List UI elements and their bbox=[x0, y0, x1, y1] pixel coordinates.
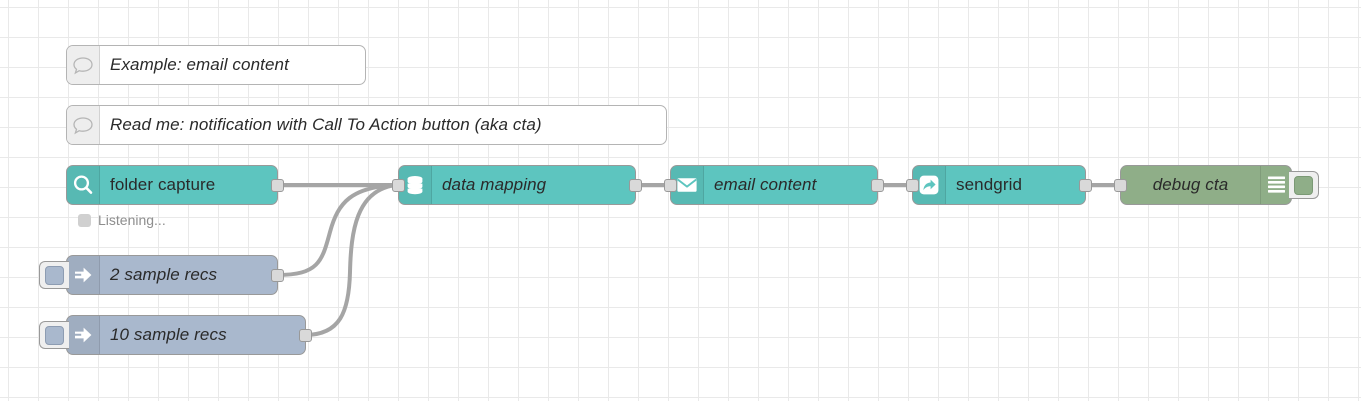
node-label: folder capture bbox=[110, 175, 216, 194]
node-status-folder-capture: Listening... bbox=[78, 212, 166, 228]
input-port[interactable] bbox=[664, 178, 677, 192]
node-label: sendgrid bbox=[956, 175, 1023, 194]
output-port[interactable] bbox=[1079, 178, 1092, 192]
node-data-mapping[interactable]: data mapping bbox=[392, 165, 642, 205]
comment-bubble-icon bbox=[67, 106, 100, 144]
node-label: debug cta bbox=[1152, 175, 1229, 194]
node-inject-10-sample-recs[interactable]: 10 sample recs bbox=[39, 315, 312, 355]
envelope-icon bbox=[671, 166, 704, 204]
status-dot bbox=[78, 213, 91, 227]
input-port[interactable] bbox=[906, 178, 919, 192]
node-label: 2 sample recs bbox=[110, 265, 218, 284]
node-debug-cta[interactable]: debug cta bbox=[1114, 165, 1319, 205]
node-sendgrid[interactable]: sendgrid bbox=[906, 165, 1092, 205]
database-icon bbox=[399, 166, 432, 204]
comment-label: Read me: notification with Call To Actio… bbox=[110, 115, 542, 134]
node-label: data mapping bbox=[442, 175, 547, 194]
node-folder-capture[interactable]: folder capture bbox=[66, 165, 284, 205]
comment-node-example-email-content[interactable]: Example: email content bbox=[66, 45, 366, 85]
node-inject-2-sample-recs[interactable]: 2 sample recs bbox=[39, 255, 284, 295]
wire-inject2-to-data-mapping[interactable] bbox=[275, 183, 398, 277]
status-text: Listening... bbox=[98, 212, 166, 228]
input-port[interactable] bbox=[392, 178, 405, 192]
node-label: email content bbox=[714, 175, 817, 194]
inject-trigger-indicator bbox=[45, 325, 64, 345]
magnifier-icon bbox=[67, 166, 100, 204]
comment-bubble-icon bbox=[67, 46, 100, 84]
wire-inject10-to-data-mapping[interactable] bbox=[303, 183, 398, 337]
share-arrow-icon bbox=[913, 166, 946, 204]
input-port[interactable] bbox=[1114, 178, 1127, 192]
comment-label: Example: email content bbox=[110, 55, 289, 74]
node-label: 10 sample recs bbox=[110, 325, 227, 344]
output-port[interactable] bbox=[871, 178, 884, 192]
debug-bars-icon bbox=[1260, 166, 1291, 204]
node-email-content[interactable]: email content bbox=[664, 165, 884, 205]
debug-toggle-indicator bbox=[1294, 175, 1313, 195]
comment-node-read-me[interactable]: Read me: notification with Call To Actio… bbox=[66, 105, 667, 145]
inject-trigger-button[interactable] bbox=[39, 261, 69, 289]
inject-arrow-icon bbox=[67, 316, 100, 354]
output-port[interactable] bbox=[629, 178, 642, 192]
inject-trigger-indicator bbox=[45, 265, 64, 285]
debug-toggle-button[interactable] bbox=[1289, 171, 1319, 199]
output-port[interactable] bbox=[271, 178, 284, 192]
inject-trigger-button[interactable] bbox=[39, 321, 69, 349]
output-port[interactable] bbox=[299, 328, 312, 342]
output-port[interactable] bbox=[271, 268, 284, 282]
inject-arrow-icon bbox=[67, 256, 100, 294]
